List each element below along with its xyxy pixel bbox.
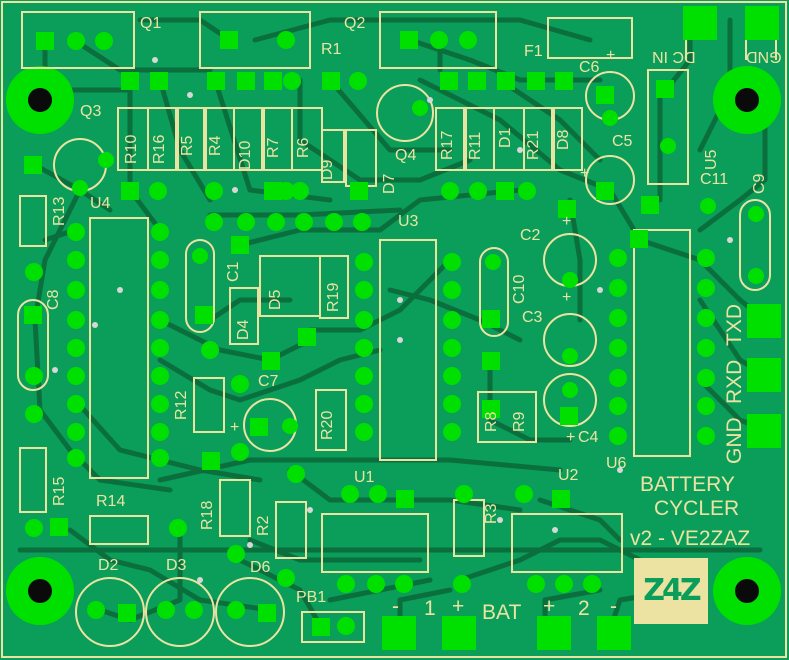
label-r18: R18: [199, 500, 216, 530]
label-r17: R17: [439, 130, 456, 160]
label-c11: C11: [700, 171, 729, 188]
label-d4: D4: [235, 319, 252, 340]
label-r15: R15: [51, 476, 68, 506]
plus-c7: +: [230, 419, 240, 436]
label-r2: R2: [255, 515, 272, 536]
label-c1: C1: [225, 261, 242, 282]
mounting-hole-bottom-left-drill: [28, 579, 52, 603]
plus-c4: +: [566, 429, 576, 446]
label-r20: R20: [319, 410, 336, 440]
label-c7: C7: [258, 373, 279, 390]
label-r9: R9: [511, 411, 528, 432]
label-q3: Q3: [80, 103, 102, 120]
round-pads: [25, 31, 764, 635]
bat-plus-1: +: [452, 595, 465, 618]
mounting-hole-bottom-right-drill: [735, 579, 759, 603]
label-d9: D9: [319, 159, 336, 180]
bat-plus-2: +: [543, 595, 556, 618]
label-r7: R7: [265, 137, 282, 158]
label-r3: R3: [483, 503, 500, 524]
label-q4: Q4: [395, 147, 417, 164]
label-dc-in: DC IN: [652, 48, 696, 65]
square-pads: [24, 6, 781, 650]
label-txd: TXD: [723, 304, 746, 346]
title-battery: BATTERY: [640, 473, 735, 496]
mounting-hole-top-left-drill: [28, 88, 52, 112]
label-u2: U2: [558, 467, 579, 484]
bat-label: BAT: [482, 601, 522, 624]
label-c9: C9: [751, 173, 768, 194]
label-r21: R21: [525, 130, 542, 160]
label-d2: D2: [98, 557, 119, 574]
label-d1: D1: [497, 127, 514, 148]
label-r13: R13: [51, 196, 68, 226]
label-c8: C8: [45, 289, 62, 310]
label-gnd-top: GND: [746, 48, 782, 65]
label-r16: R16: [151, 134, 168, 164]
label-r11: R11: [467, 131, 484, 160]
label-c5: C5: [612, 133, 633, 150]
label-d8: D8: [555, 129, 572, 150]
plus-c3: +: [562, 289, 572, 306]
label-d10: D10: [237, 140, 254, 170]
mounting-hole-top-right-drill: [735, 88, 759, 112]
label-u1: U1: [354, 469, 375, 486]
label-r14: R14: [96, 493, 126, 510]
bat-num-2: 2: [578, 597, 590, 620]
label-c4: C4: [578, 429, 599, 446]
version-label: v2 - VE2ZAZ: [630, 527, 751, 550]
label-r10: R10: [123, 134, 140, 164]
label-c3: C3: [522, 309, 543, 326]
label-pb1: PB1: [296, 589, 327, 606]
label-u4: U4: [90, 195, 111, 212]
label-d3: D3: [166, 557, 187, 574]
label-r12: R12: [173, 390, 190, 420]
label-r6: R6: [295, 137, 312, 158]
label-r4: R4: [207, 135, 224, 156]
plus-c6: +: [606, 47, 616, 64]
label-r1: R1: [321, 41, 342, 58]
label-u6: U6: [606, 455, 627, 472]
title-cycler: CYCLER: [654, 497, 740, 520]
label-q2: Q2: [344, 15, 366, 32]
mounting-holes: [6, 66, 781, 625]
ic-pin-rows: [67, 223, 715, 467]
label-r8: R8: [483, 411, 500, 432]
label-u3: U3: [398, 213, 419, 230]
plus-c2: +: [562, 213, 572, 230]
bat-minus-2: -: [610, 595, 617, 618]
label-r5: R5: [179, 135, 196, 156]
label-u5: U5: [703, 149, 720, 170]
label-c6: C6: [579, 59, 600, 76]
label-d6: D6: [250, 559, 271, 576]
bat-num-1: 1: [424, 597, 436, 620]
label-q1: Q1: [140, 15, 162, 32]
label-c10: C10: [511, 274, 528, 304]
plus-c5: +: [580, 165, 590, 182]
label-r19: R19: [325, 282, 342, 312]
label-rxd: RXD: [723, 359, 746, 404]
label-d5: D5: [267, 289, 284, 310]
bat-minus-1: -: [392, 595, 399, 618]
ve2zaz-logo: Z4Z: [634, 558, 708, 624]
vias: [52, 57, 733, 583]
label-f1: F1: [524, 43, 543, 60]
label-c2: C2: [520, 227, 541, 244]
label-gnd-side: GND: [723, 417, 746, 464]
label-d7: D7: [381, 173, 398, 194]
